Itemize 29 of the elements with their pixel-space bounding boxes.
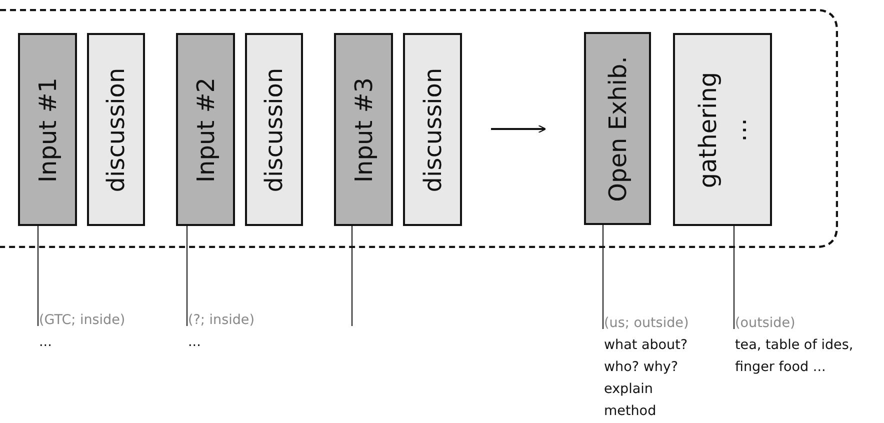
bar-label: discussion <box>101 67 131 192</box>
bar-label: Open Exhib. <box>602 56 632 202</box>
note-text: ... <box>39 333 53 352</box>
arrow <box>491 124 546 134</box>
activity-bar <box>87 33 145 226</box>
activity-bar <box>403 33 462 226</box>
bar-label: discussion <box>418 67 448 192</box>
leader-line <box>602 224 604 330</box>
bar-label: … <box>722 118 752 142</box>
bar-label: Input #3 <box>348 76 378 182</box>
dashed-group-frame <box>0 9 838 248</box>
bar-label: Input #1 <box>32 76 62 182</box>
note-heading: (outside) <box>735 314 796 333</box>
note-heading: (GTC; inside) <box>39 311 126 330</box>
note-text: what about? who? why? explain method <box>604 336 689 421</box>
input-bar <box>18 33 77 226</box>
input-bar <box>584 32 651 225</box>
input-bar <box>176 33 235 226</box>
bar-label: gathering <box>692 71 722 188</box>
note-text: ... <box>188 333 202 352</box>
leader-line <box>186 226 188 326</box>
input-bar <box>334 33 393 226</box>
activity-bar <box>245 33 303 226</box>
note-heading: (?; inside) <box>188 311 256 330</box>
bar-label: discussion <box>259 67 289 192</box>
note-heading: (us; outside) <box>604 314 690 333</box>
activity-bar <box>673 33 772 226</box>
bar-label: Input #2 <box>190 76 220 182</box>
note-text: tea, table of ides, finger food ... <box>735 336 854 377</box>
